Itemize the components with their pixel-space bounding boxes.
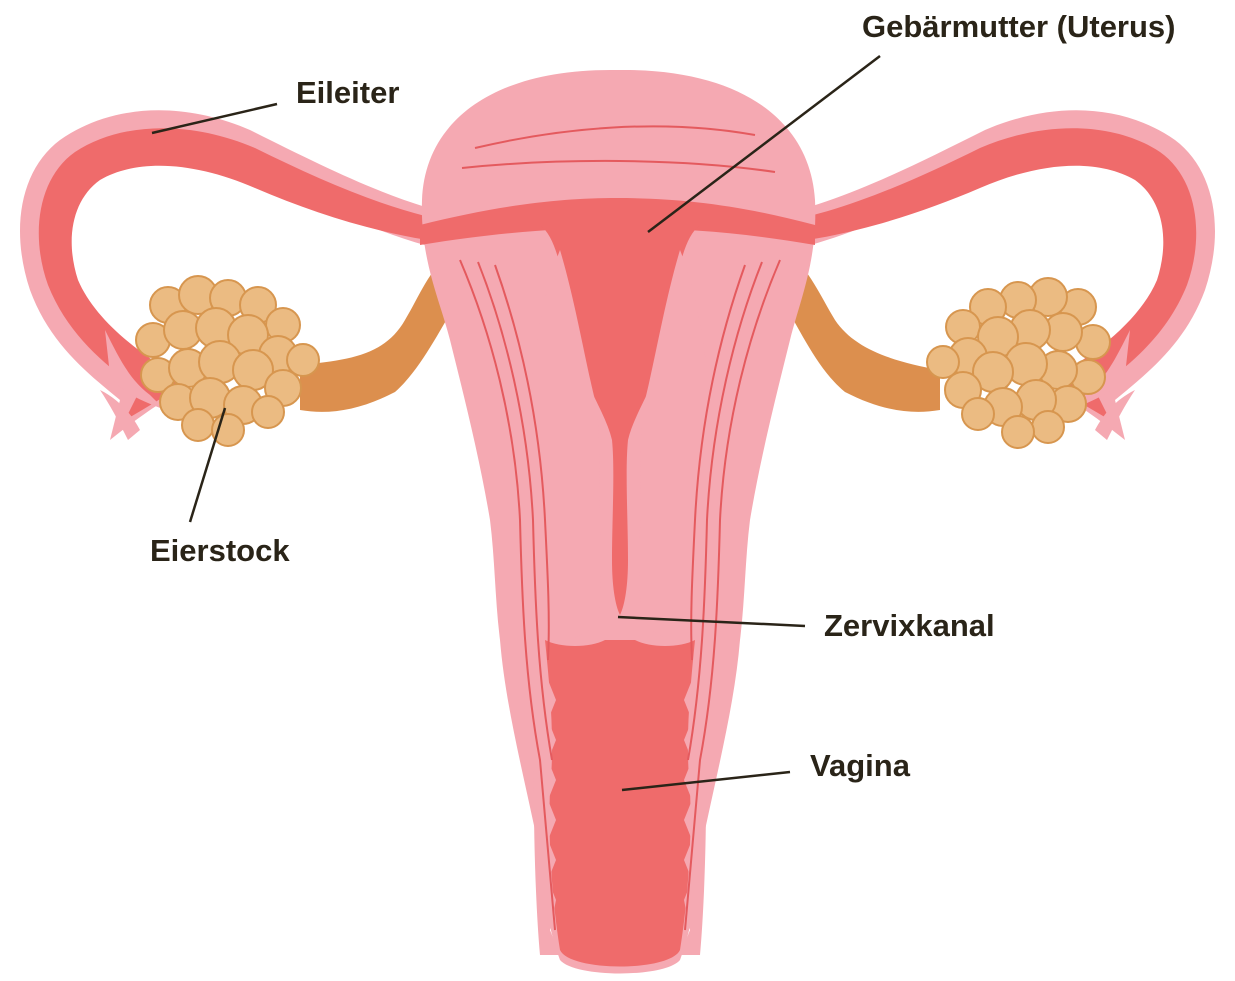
left-ovary bbox=[136, 276, 319, 446]
label-uterus: Gebärmutter (Uterus) bbox=[862, 9, 1176, 45]
ovary-follicle bbox=[212, 414, 244, 446]
vaginal-canal bbox=[545, 640, 695, 967]
ovary-follicle bbox=[182, 409, 214, 441]
right-ovary bbox=[927, 278, 1110, 448]
ovary-follicle bbox=[1002, 416, 1034, 448]
ovary-follicle bbox=[1032, 411, 1064, 443]
label-vagina: Vagina bbox=[810, 748, 910, 784]
label-fallopian-tube: Eileiter bbox=[296, 75, 399, 111]
ovary-follicle bbox=[252, 396, 284, 428]
label-cervical-canal: Zervixkanal bbox=[824, 608, 995, 644]
label-ovary: Eierstock bbox=[150, 533, 290, 569]
ovary-follicle bbox=[962, 398, 994, 430]
